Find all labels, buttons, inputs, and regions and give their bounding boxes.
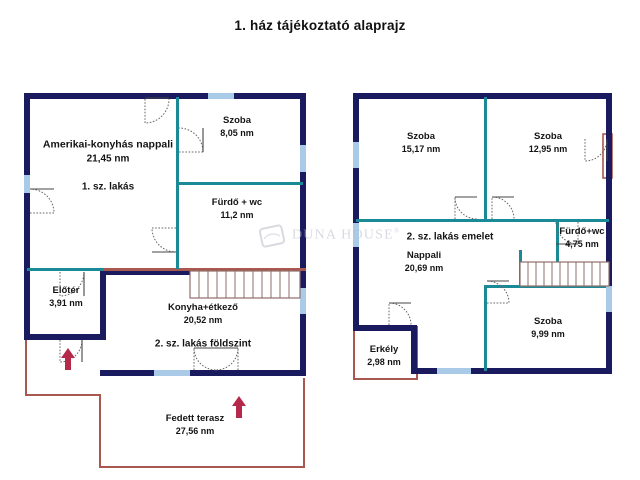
staircase-icon xyxy=(189,270,301,299)
door-swing-icon xyxy=(555,221,579,245)
upper-windows xyxy=(353,142,612,374)
door-swing-icon xyxy=(178,127,204,153)
door-swing-icon xyxy=(486,280,510,304)
upper-door-swings xyxy=(388,138,608,326)
door-swing-icon xyxy=(144,98,170,124)
erkely-outline xyxy=(353,326,418,380)
ground-windows xyxy=(24,93,306,376)
door-swing-icon xyxy=(215,347,239,371)
door-swing-icon xyxy=(151,227,177,253)
ground-door-leaves xyxy=(30,97,238,362)
window-icon xyxy=(24,175,30,193)
door-swing-icon xyxy=(454,196,478,220)
window-icon xyxy=(300,145,306,172)
ground-outer-walls xyxy=(24,93,306,376)
door-swing-icon xyxy=(29,188,55,214)
fedett-terasz-outline xyxy=(25,272,305,468)
page-title: 1. ház tájékoztató alaprajz xyxy=(234,18,406,33)
window-icon xyxy=(353,223,359,247)
upper-floor-plan xyxy=(353,93,613,380)
door-swing-icon xyxy=(388,302,412,326)
upper-door-leaves xyxy=(389,139,608,304)
door-swing-icon xyxy=(491,196,515,220)
window-icon xyxy=(606,286,612,312)
window-icon xyxy=(353,142,359,168)
window-icon xyxy=(154,370,190,376)
window-icon xyxy=(437,368,471,374)
ground-floor-plan xyxy=(24,93,306,468)
window-icon xyxy=(300,288,306,314)
ground-inner-walls xyxy=(27,97,303,271)
staircase-icon xyxy=(519,261,610,287)
window-icon xyxy=(208,93,234,99)
door-swing-icon xyxy=(59,271,85,297)
entry-arrow-icon xyxy=(61,348,246,418)
door-swing-icon xyxy=(193,347,217,371)
upper-outer-walls xyxy=(353,93,612,374)
ground-door-swings xyxy=(29,98,239,371)
